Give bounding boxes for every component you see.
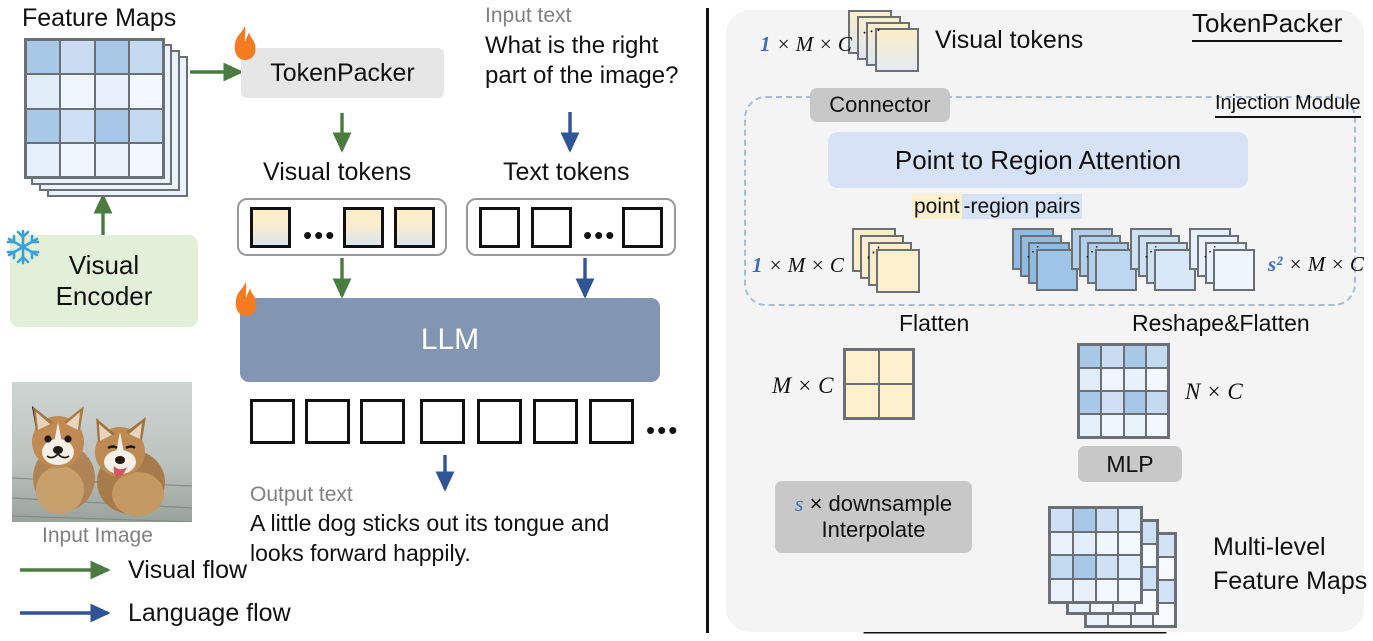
tokenpacker-panel-title: TokenPacker	[1192, 8, 1343, 42]
dim-label-top: 1 × M × C	[760, 32, 852, 56]
visual-token[interactable]	[343, 207, 384, 248]
dim-label-left-inner: 1 × M × C	[752, 253, 844, 277]
mlp-box[interactable]: MLP	[1078, 446, 1182, 482]
multilevel-map-front	[1048, 506, 1143, 604]
visual-tokens-label: Visual tokens	[263, 158, 412, 186]
injection-module-title: Injection Module	[1215, 92, 1361, 118]
snowflake-icon	[6, 229, 40, 265]
output-token[interactable]	[533, 399, 578, 444]
output-token[interactable]	[250, 399, 295, 444]
text-tokens-ellipsis: •••	[583, 220, 617, 250]
mc-label: M × C	[772, 373, 834, 398]
region-card-g4-front	[1213, 249, 1255, 291]
connector-label: Connector	[829, 92, 931, 117]
injection-module-panel	[744, 96, 1356, 306]
visual-tokens-label-right: Visual tokens	[935, 26, 1084, 54]
flatten-label: Flatten	[899, 310, 970, 336]
output-token[interactable]	[420, 399, 465, 444]
nc-label: N × C	[1185, 379, 1243, 404]
visual-encoder-box[interactable]: Visual Encoder	[10, 235, 198, 327]
llm-label: LLM	[420, 323, 480, 356]
output-text-caption: Output text	[250, 483, 353, 506]
stack-dots-g1: ⋰	[1026, 243, 1040, 259]
multi-level-line2: Feature Maps	[1213, 567, 1368, 595]
visual-encoder-line1: Visual	[68, 250, 140, 280]
downsample-line1: s × downsample	[794, 491, 953, 516]
visual-token-card-front	[875, 28, 919, 72]
input-image	[12, 382, 192, 522]
downsample-line2: Interpolate	[821, 517, 926, 542]
text-tokens-label: Text tokens	[503, 158, 630, 186]
point-region-pairs-label: point-region pairs	[912, 194, 1083, 219]
stack-dots-g3: ⋰	[1144, 243, 1158, 259]
visual-token[interactable]	[394, 207, 435, 248]
input-image-label: Input Image	[42, 524, 153, 547]
visual-tokens-ellipsis: •••	[303, 220, 337, 250]
reshape-flatten-label: Reshape&Flatten	[1132, 310, 1310, 336]
feature-maps-label: Feature Maps	[22, 4, 177, 32]
feature-map-grid	[24, 38, 165, 179]
output-token[interactable]	[360, 399, 405, 444]
output-token[interactable]	[477, 399, 522, 444]
text-token[interactable]	[479, 207, 520, 248]
visual-token[interactable]	[250, 207, 291, 248]
attention-label: Point to Region Attention	[894, 144, 1182, 175]
flame-icon-tokenpacker	[234, 26, 256, 60]
mc-grid	[843, 348, 915, 420]
point-card-front	[876, 249, 920, 293]
stack-dots-g2: ⋰	[1085, 243, 1099, 259]
output-tokens-ellipsis: •••	[646, 415, 680, 445]
connector-box[interactable]: Connector	[810, 88, 950, 122]
flame-icon-llm	[235, 282, 257, 316]
nc-grid	[1077, 343, 1170, 439]
legend-label-visual-flow: Visual flow	[128, 556, 248, 584]
stack-dots-g4: ⋰	[1203, 243, 1217, 259]
output-token[interactable]	[589, 399, 634, 444]
point-region-pairs-point: point	[912, 194, 962, 219]
panel-divider	[706, 8, 709, 633]
legend-label-language-flow: Language flow	[128, 599, 291, 627]
dim-label-right-inner: s² × M × C	[1268, 252, 1364, 276]
text-token[interactable]	[531, 207, 572, 248]
input-text-line1: What is the right	[485, 32, 659, 59]
output-token[interactable]	[305, 399, 350, 444]
output-text-line2: looks forward happily.	[250, 540, 471, 566]
stack-dots-left-inner: ⋰	[866, 244, 881, 261]
mlp-label: MLP	[1106, 450, 1154, 477]
tokenpacker-label: TokenPacker	[270, 58, 415, 87]
attention-box[interactable]: Point to Region Attention	[828, 132, 1248, 188]
tokenpacker-box[interactable]: TokenPacker	[241, 48, 444, 98]
point-region-pairs-rest: -region pairs	[961, 194, 1083, 219]
multi-level-line1: Multi-level	[1213, 533, 1326, 561]
visual-encoder-line2: Encoder	[55, 281, 153, 311]
output-text-line1: A little dog sticks out its tongue and	[250, 510, 610, 536]
downsample-box[interactable]: s × downsample Interpolate	[775, 481, 972, 553]
input-text-line2: part of the image?	[485, 62, 679, 89]
text-token[interactable]	[622, 207, 663, 248]
input-text-caption: Input text	[485, 4, 572, 27]
llm-box[interactable]: LLM	[240, 298, 660, 382]
